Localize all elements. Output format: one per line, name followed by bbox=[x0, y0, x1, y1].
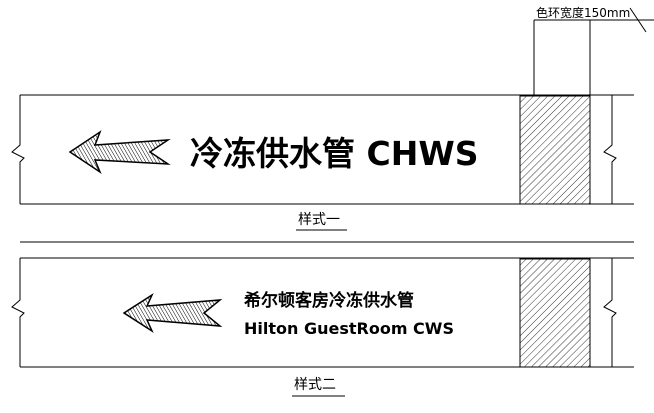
color-ring-hatch bbox=[519, 95, 591, 205]
break-symbol-left bbox=[11, 95, 25, 204]
pipe-label-line-2: Hilton GuestRoom CWS bbox=[244, 319, 454, 338]
flow-arrow-left-icon bbox=[68, 130, 171, 174]
dimension-leader bbox=[533, 7, 654, 95]
break-symbol-left bbox=[11, 258, 25, 367]
dimension-note: 色环宽度150mm bbox=[536, 5, 630, 20]
pipe-style-1 bbox=[11, 94, 634, 205]
color-ring-hatch bbox=[519, 258, 591, 368]
pipe-label-line-1: 希尔顿客房冷冻供水管 bbox=[244, 290, 414, 311]
caption-style-1: 样式一 bbox=[298, 212, 340, 228]
pipe-label-text: 冷冻供水管 CHWS bbox=[190, 134, 479, 173]
break-symbol-right bbox=[603, 258, 617, 367]
flow-arrow-left-icon bbox=[122, 292, 223, 334]
caption-style-2: 样式二 bbox=[294, 377, 336, 393]
pipe-style-2 bbox=[11, 241, 634, 368]
break-symbol-right bbox=[603, 95, 617, 204]
